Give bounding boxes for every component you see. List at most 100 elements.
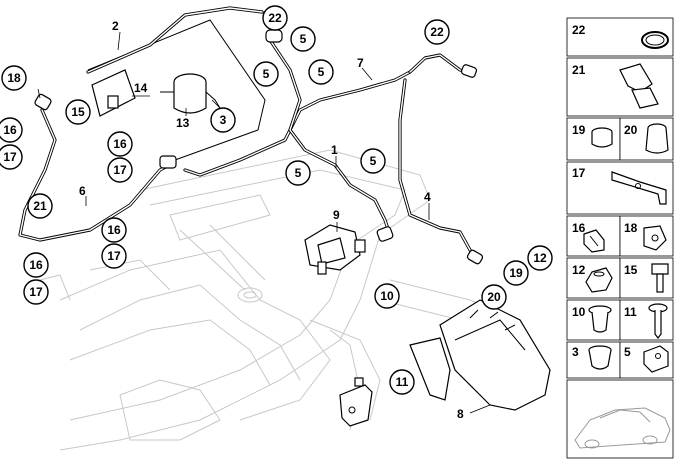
label-9[interactable]: 9	[333, 208, 340, 222]
svg-text:11: 11	[396, 375, 409, 389]
label-6[interactable]: 6	[79, 184, 86, 198]
circled-callouts: 18 16 17 21 16 17 16 17 16 17 15 3 22 5 …	[0, 5, 553, 395]
sleeve-icon	[645, 123, 669, 154]
callout-12[interactable]: 12	[527, 245, 553, 271]
label-13[interactable]: 13	[176, 116, 190, 130]
legend-label-18[interactable]: 18	[624, 221, 638, 235]
legend-cell-22	[566, 17, 674, 57]
label-1[interactable]: 1	[331, 143, 338, 157]
svg-text:22: 22	[430, 25, 444, 39]
label-8[interactable]: 8	[457, 407, 464, 421]
grommet-icon	[591, 127, 613, 148]
svg-text:5: 5	[370, 154, 377, 168]
callout-16[interactable]: 16	[107, 131, 133, 157]
nut-icon	[585, 267, 613, 293]
filter-group-frame	[87, 19, 266, 161]
callout-17[interactable]: 17	[107, 157, 133, 183]
callout-19[interactable]: 19	[503, 260, 529, 286]
canister-8	[409, 299, 551, 411]
bushing-icon	[588, 345, 612, 370]
svg-text:16: 16	[107, 223, 121, 237]
legend-label-19[interactable]: 19	[572, 123, 586, 137]
single-clip-icon	[643, 225, 667, 251]
bracket-icon	[611, 171, 667, 205]
callout-11[interactable]: 11	[389, 369, 415, 395]
callout-22[interactable]: 22	[262, 5, 288, 31]
legend-label-5[interactable]: 5	[624, 345, 631, 359]
filter-assembly	[91, 69, 221, 117]
svg-text:16: 16	[29, 258, 43, 272]
callout-17[interactable]: 17	[101, 243, 127, 269]
callout-17[interactable]: 17	[0, 144, 23, 170]
svg-text:18: 18	[7, 71, 21, 85]
legend-label-12[interactable]: 12	[572, 263, 586, 277]
hose-4	[398, 78, 477, 260]
legend-label-17[interactable]: 17	[572, 166, 586, 180]
legend-label-11[interactable]: 11	[624, 305, 637, 319]
svg-text:22: 22	[268, 11, 282, 25]
hose-6	[18, 108, 177, 242]
hose-connectors	[34, 29, 484, 265]
callout-22[interactable]: 22	[424, 19, 450, 45]
hose-1	[268, 38, 392, 237]
double-clip-icon	[583, 229, 605, 253]
legend-label-16[interactable]: 16	[572, 221, 586, 235]
legend-cell-car	[566, 379, 674, 459]
svg-text:12: 12	[533, 251, 547, 265]
label-7[interactable]: 7	[357, 56, 364, 70]
plug-icon	[588, 305, 612, 333]
rear-bracket	[339, 377, 373, 427]
callout-3[interactable]: 3	[210, 107, 236, 133]
plain-callouts: 2 14 13 6 7 1 9 4 8	[79, 19, 464, 421]
label-4[interactable]: 4	[424, 190, 431, 204]
svg-text:16: 16	[3, 123, 17, 137]
callout-16[interactable]: 16	[101, 217, 127, 243]
svg-text:20: 20	[487, 290, 501, 304]
bolt-icon	[651, 263, 669, 293]
callout-16[interactable]: 16	[0, 117, 23, 143]
callout-20[interactable]: 20	[481, 284, 507, 310]
svg-text:19: 19	[509, 266, 523, 280]
svg-text:15: 15	[71, 105, 85, 119]
callout-21[interactable]: 21	[27, 193, 53, 219]
svg-text:3: 3	[220, 113, 227, 127]
callout-5[interactable]: 5	[360, 148, 386, 174]
callout-5[interactable]: 5	[285, 160, 311, 186]
svg-text:17: 17	[3, 150, 17, 164]
legend-label-22[interactable]: 22	[572, 23, 586, 37]
legend-label-15[interactable]: 15	[624, 263, 638, 277]
clip-nut-icon	[643, 345, 669, 373]
callout-16[interactable]: 16	[23, 252, 49, 278]
callout-5[interactable]: 5	[308, 59, 334, 85]
svg-text:5: 5	[263, 67, 270, 81]
hose-2	[86, 6, 264, 74]
label-2[interactable]: 2	[112, 19, 119, 33]
legend-label-3[interactable]: 3	[572, 345, 579, 359]
svg-text:21: 21	[33, 199, 47, 213]
legend-label-20[interactable]: 20	[624, 123, 638, 137]
svg-text:16: 16	[113, 137, 127, 151]
callout-10[interactable]: 10	[374, 283, 400, 309]
svg-text:10: 10	[380, 289, 394, 303]
legend-label-10[interactable]: 10	[572, 305, 586, 319]
callout-17[interactable]: 17	[23, 279, 49, 305]
callout-5[interactable]: 5	[290, 26, 316, 52]
callout-15[interactable]: 15	[65, 99, 91, 125]
hose-7	[408, 53, 470, 74]
label-14[interactable]: 14	[134, 81, 148, 95]
svg-text:17: 17	[113, 163, 127, 177]
svg-text:17: 17	[107, 249, 121, 263]
legend-cell-21	[566, 57, 674, 117]
hose-upper-cross	[183, 70, 412, 177]
holder-clip-icon	[619, 63, 659, 109]
valve-9	[304, 224, 366, 275]
parts-legend: 22 21 19 20 17 16 18 12 15 10 11 3 5	[566, 17, 674, 459]
callout-18[interactable]: 18	[1, 65, 27, 91]
legend-label-21[interactable]: 21	[572, 63, 586, 77]
screw-icon	[648, 303, 668, 339]
car-silhouette-icon	[574, 407, 671, 449]
callout-5[interactable]: 5	[253, 61, 279, 87]
vehicle-floor-outline	[39, 149, 521, 451]
